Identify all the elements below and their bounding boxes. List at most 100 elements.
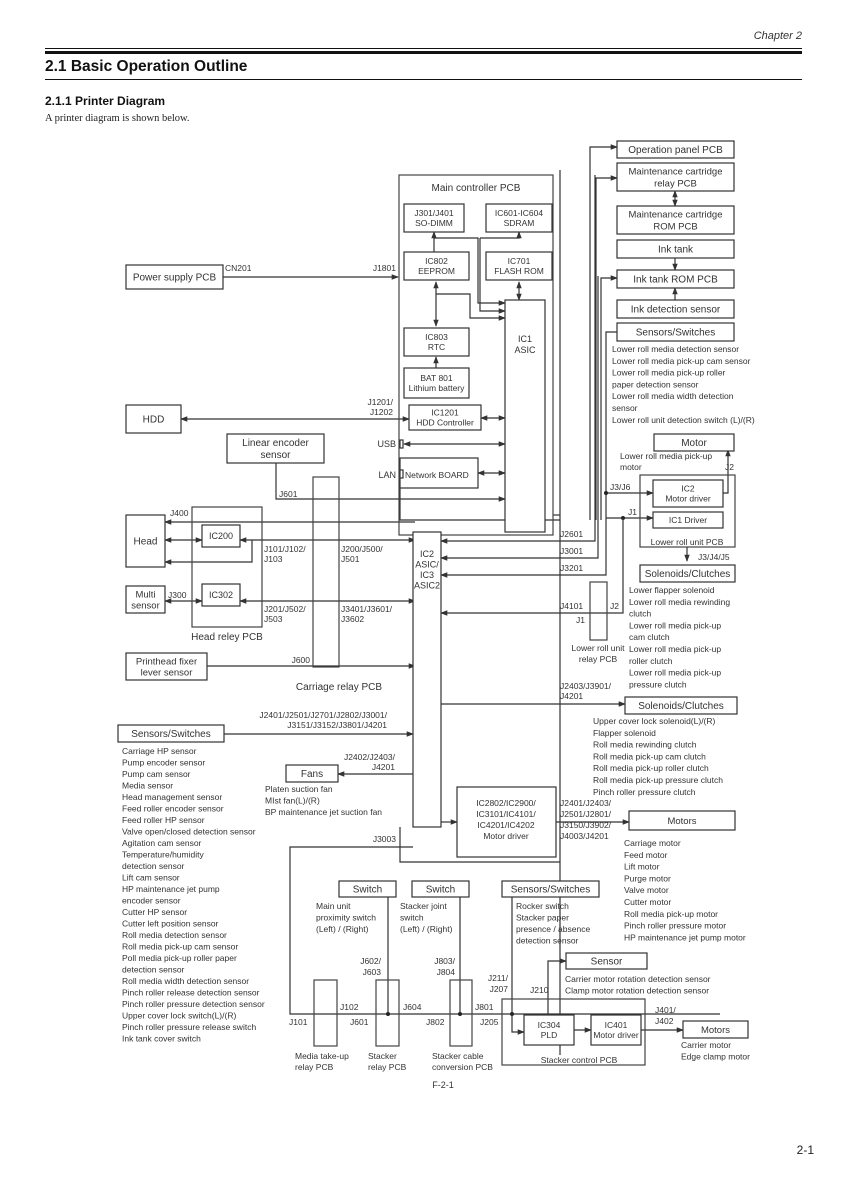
lower-sensors-item: Lower roll media width detection bbox=[612, 391, 734, 401]
j401-label: J401/ bbox=[655, 1005, 676, 1015]
left-sensor-item: Feed roller encoder sensor bbox=[122, 804, 224, 814]
carriage-conn2: J3602 bbox=[341, 614, 364, 624]
motors-conn: J3150/J3902/ bbox=[560, 820, 612, 830]
fan-item: Platen suction fan bbox=[265, 784, 333, 794]
flash-rom-label: FLASH ROM bbox=[494, 266, 544, 276]
network-board-box bbox=[399, 457, 479, 489]
motor-item: Purge motor bbox=[624, 873, 671, 883]
stacker-relay-label: Stacker bbox=[368, 1051, 397, 1061]
motors-conn: J4003/J4201 bbox=[560, 831, 609, 841]
operation-panel-pcb-label: Operation panel PCB bbox=[628, 145, 723, 156]
j211-label: J207 bbox=[490, 984, 509, 994]
ic2-motor-driver-label: Motor driver bbox=[665, 493, 711, 503]
motors-box bbox=[628, 810, 736, 831]
switch1-item: proximity switch bbox=[316, 913, 376, 923]
eeprom-label: IC802 bbox=[425, 256, 448, 266]
motor-box-label: Motor bbox=[681, 438, 707, 449]
head-relay-conn2: J503 bbox=[264, 614, 283, 624]
stacker-cable-label: Stacker cable bbox=[432, 1051, 484, 1061]
j210-label: J210 bbox=[530, 985, 549, 995]
motor-item: Valve motor bbox=[624, 885, 669, 895]
power-supply-pcb-box bbox=[125, 264, 224, 290]
j3j6-label: J3/J6 bbox=[610, 482, 631, 492]
ic200-head-return bbox=[164, 540, 253, 565]
switch2-item: Stacker joint bbox=[400, 901, 447, 911]
j602-label: J602/ bbox=[360, 956, 381, 966]
stacker-sensor-item: presence / absence bbox=[516, 924, 590, 934]
stacker-cable-label: conversion PCB bbox=[432, 1062, 493, 1072]
sdram-ic1 bbox=[479, 238, 506, 314]
flash-rom-label: IC701 bbox=[508, 256, 531, 266]
ic200-label: IC200 bbox=[209, 531, 233, 541]
stacker-motors-label: Motors bbox=[701, 1025, 730, 1036]
solenoids1-item: cam clutch bbox=[629, 632, 670, 642]
lower-sensors-item: sensor bbox=[612, 403, 638, 413]
motor-driver-box bbox=[456, 786, 557, 858]
left-sensor-item: Feed roller HP sensor bbox=[122, 815, 205, 825]
stacker-control-frame bbox=[501, 998, 646, 1066]
motor-item: Carriage motor bbox=[624, 838, 681, 848]
j1801-label: J1801 bbox=[373, 263, 396, 273]
hdd-controller-label: HDD Controller bbox=[416, 417, 474, 427]
left-sensor-item: Cutter left position sensor bbox=[122, 919, 219, 929]
head-box bbox=[125, 514, 166, 568]
hdd-label: HDD bbox=[143, 415, 165, 426]
stacker-sensor-item: Rocker switch bbox=[516, 901, 569, 911]
switch1-label: Switch bbox=[353, 885, 382, 896]
j604-label: J604 bbox=[403, 1002, 422, 1012]
section-rule bbox=[45, 79, 802, 80]
switch2-item: switch bbox=[400, 913, 424, 923]
maintenance-rom-pcb-label: Maintenance cartridge bbox=[629, 209, 723, 220]
stacker-control-label: Stacker control PCB bbox=[541, 1055, 618, 1065]
eeprom-ic1 bbox=[436, 293, 506, 321]
head-relay-label: Head reley PCB bbox=[191, 632, 263, 643]
linear-encoder-sensor-box bbox=[226, 433, 325, 464]
main-controller-title: Main controller PCB bbox=[432, 183, 521, 194]
maintenance-rom-pcb-label: ROM PCB bbox=[653, 221, 697, 232]
stacker-sensor-box bbox=[565, 952, 648, 970]
left-sensor-item: Upper cover lock switch(L)/(R) bbox=[122, 1011, 236, 1021]
solenoids1-item: Lower roll media pick-up bbox=[629, 620, 721, 630]
motor-item: Pinch roller pressure motor bbox=[624, 921, 726, 931]
carriage-conn1: J501 bbox=[341, 554, 360, 564]
motors-conn: J2501/J2801/ bbox=[560, 809, 612, 819]
lower-sensors-switches-label: Sensors/Switches bbox=[636, 328, 715, 339]
left-sensors-switches-box bbox=[117, 724, 225, 743]
ic2-asic2-label: ASIC/ bbox=[415, 560, 439, 570]
multi-sensor-label: sensor bbox=[131, 600, 160, 611]
so-dimm-label: J301/J401 bbox=[414, 208, 453, 218]
j3001-label: J3001 bbox=[560, 546, 583, 556]
motor-driver-motor bbox=[723, 449, 731, 494]
j4101-label: J4101 bbox=[560, 601, 583, 611]
ic304-sensor bbox=[547, 958, 567, 1015]
left-sensor-item: Roll media detection sensor bbox=[122, 930, 227, 940]
lithium-battery-label: BAT 801 bbox=[420, 373, 453, 383]
head-relay-frame bbox=[191, 506, 263, 628]
carriage-relay-frame bbox=[312, 476, 340, 668]
carriage-conn1: J200/J500/ bbox=[341, 544, 383, 554]
left-sensor-item: Poll media pick-up roller paper bbox=[122, 953, 237, 963]
stacker-sensor-item2: Clamp motor rotation detection sensor bbox=[565, 986, 709, 996]
main-controller-frame bbox=[398, 174, 554, 536]
j802-label: J802 bbox=[426, 1017, 445, 1027]
ink-tank-rom-pcb-box bbox=[616, 269, 735, 289]
lower-sensors-item: Lower roll media detection sensor bbox=[612, 344, 739, 354]
stacker-sensors-switches-label: Sensors/Switches bbox=[511, 885, 590, 896]
junction-dot bbox=[458, 1012, 462, 1016]
rtc-label: IC803 bbox=[425, 332, 448, 342]
solenoids2-item: Roll media pick-up pressure clutch bbox=[593, 775, 723, 785]
so-dimm-label: SO-DIMM bbox=[415, 218, 453, 228]
j205-label: J205 bbox=[480, 1017, 499, 1027]
solenoids2-item: Roll media pick-up cam clutch bbox=[593, 751, 706, 761]
sol2-conn: J2403/J3901/ bbox=[560, 681, 612, 691]
j1-label: J1 bbox=[628, 507, 637, 517]
sol2-conn: J4201 bbox=[560, 691, 583, 701]
carriage-conn2: J3401/J3601/ bbox=[341, 604, 393, 614]
stacker-sensor-item2: Carrier motor rotation detection sensor bbox=[565, 974, 711, 984]
stacker-relay-label: relay PCB bbox=[368, 1062, 407, 1072]
header-rule-thin bbox=[45, 48, 802, 49]
lower-roll-unit-frame bbox=[639, 474, 736, 548]
left-sensor-item: Carriage HP sensor bbox=[122, 746, 197, 756]
maintenance-rom-pcb-box bbox=[616, 205, 735, 235]
left-sensors-conn: J2401/J2501/J2701/J2802/J3001/ bbox=[259, 710, 387, 720]
